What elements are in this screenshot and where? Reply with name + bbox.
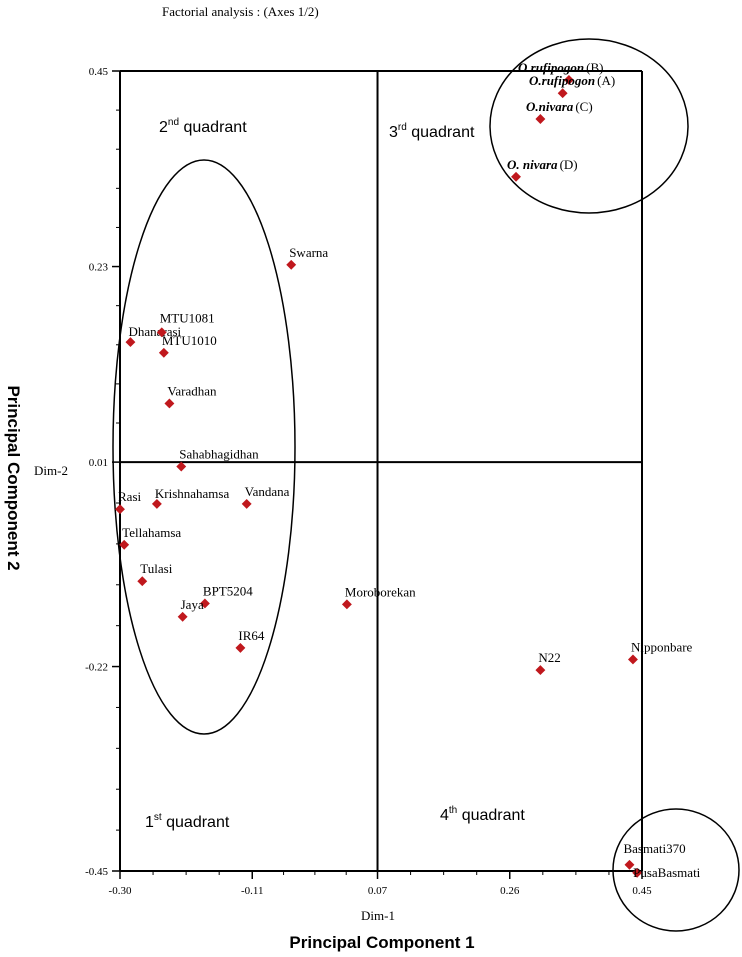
data-point-marker	[557, 88, 568, 99]
y-tick-label: 0.23	[89, 262, 109, 274]
data-point-marker	[563, 74, 574, 85]
species-name: O.rufipogon	[518, 60, 584, 75]
quadrant-word: quadrant	[162, 814, 230, 831]
data-point-marker	[628, 654, 638, 665]
quadrant-word: quadrant	[457, 807, 525, 824]
data-point-marker	[158, 347, 169, 358]
quadrant-suffix: nd	[168, 117, 179, 128]
data-point-label: Tulasi	[140, 561, 172, 576]
quadrant-label: 2nd quadrant	[159, 117, 247, 136]
data-point-label: BPT5204	[203, 583, 253, 598]
species-name: O.rufipogon	[529, 73, 595, 88]
data-point-marker	[535, 665, 546, 676]
data-point-marker	[137, 576, 148, 587]
data-point-label: Dhanarasi	[128, 324, 181, 339]
data-point-label: Basmati370	[623, 841, 685, 856]
data-point-marker	[511, 171, 521, 182]
quadrant-suffix: th	[449, 805, 457, 816]
data-point-label: IR64	[238, 628, 265, 643]
data-point-marker	[151, 498, 162, 509]
data-point-label: Krishnahamsa	[155, 486, 230, 501]
sample-suffix: (D)	[560, 157, 578, 172]
cluster-ellipse-basmati	[612, 808, 740, 932]
species-name: O. nivara	[507, 157, 558, 172]
data-point-label: Tellahamsa	[122, 525, 181, 540]
data-point-label: N22	[538, 650, 560, 665]
plot-axes	[119, 70, 643, 872]
y-tick-label: -0.45	[85, 866, 108, 878]
y-axis-label: Principal Component 2	[4, 385, 23, 570]
data-point-label: Nipponbare	[631, 639, 693, 654]
y-axis-name: Dim-2	[34, 463, 68, 478]
data-point-marker	[115, 504, 125, 515]
data-point-label: Vandana	[245, 484, 290, 499]
cluster-ellipse-wild	[489, 38, 689, 214]
data-point-marker	[176, 461, 187, 472]
data-point-label: O. nivara(D)	[507, 157, 578, 172]
y-tick-label: 0.01	[89, 457, 108, 469]
data-point-label: Rasi	[118, 489, 142, 504]
y-tick-label: 0.45	[89, 66, 109, 78]
axis-ticks: 0.45 0.23 0.01 -0.22 -0.45-0.30 -0.11 0.07 0.26…	[85, 66, 652, 897]
quadrant-number: 1	[145, 814, 154, 831]
quadrant-label: 4th quadrant	[440, 805, 525, 824]
data-points: O.rufipogon(B)O.rufipogon(A)O.nivara(C)O…	[115, 60, 701, 880]
data-point-label: Sahabhagidhan	[179, 447, 259, 462]
data-point-label: O.nivara(C)	[526, 99, 593, 114]
x-tick-label: 0.26	[500, 885, 520, 897]
data-point-label: Swarna	[289, 245, 328, 260]
x-tick-label: 0.45	[632, 885, 652, 897]
quadrant-word: quadrant	[179, 119, 247, 136]
data-point-marker	[241, 498, 252, 509]
quadrant-suffix: st	[154, 812, 162, 823]
sample-suffix: (A)	[597, 73, 615, 88]
quadrant-number: 4	[440, 807, 449, 824]
data-point-marker	[119, 539, 130, 550]
quadrant-label: 1st quadrant	[145, 812, 230, 831]
data-point-marker	[235, 642, 246, 653]
data-point-label: PusaBasmati	[633, 865, 701, 880]
data-point-label: MTU1081	[160, 310, 215, 325]
data-point-marker	[199, 598, 210, 609]
x-tick-label: 0.07	[368, 885, 388, 897]
data-point-marker	[624, 859, 635, 870]
x-axis-name: Dim-1	[361, 908, 395, 923]
quadrant-number: 3	[389, 124, 398, 141]
sample-suffix: (C)	[575, 99, 592, 114]
data-point-marker	[156, 327, 167, 338]
quadrant-word: quadrant	[407, 124, 475, 141]
data-point-marker	[286, 259, 297, 270]
data-point-label: O.rufipogon(B)	[518, 60, 603, 75]
data-point-marker	[341, 599, 352, 610]
data-point-marker	[177, 611, 188, 622]
data-point-label: O.rufipogon(A)	[529, 73, 615, 88]
data-point-label: Moroborekan	[345, 584, 416, 599]
data-point-marker	[632, 867, 643, 878]
data-point-marker	[164, 398, 175, 409]
chart-title: Factorial analysis : (Axes 1/2)	[162, 4, 319, 19]
data-point-label: Jaya	[181, 597, 204, 612]
cluster-ellipse-cultivars	[112, 159, 296, 735]
y-tick-label: -0.22	[85, 662, 108, 674]
data-point-marker	[535, 114, 546, 124]
quadrant-number: 2	[159, 119, 168, 136]
x-axis-label: Principal Component 1	[289, 933, 474, 952]
sample-suffix: (B)	[586, 60, 603, 75]
species-name: O.nivara	[526, 99, 574, 114]
x-tick-label: -0.11	[241, 885, 264, 897]
data-point-label: MTU1010	[162, 333, 217, 348]
x-tick-label: -0.30	[109, 885, 132, 897]
quadrant-suffix: rd	[398, 122, 407, 133]
data-point-label: Varadhan	[167, 383, 217, 398]
cluster-ellipses	[112, 38, 740, 932]
quadrant-label: 3rd quadrant	[389, 122, 475, 141]
